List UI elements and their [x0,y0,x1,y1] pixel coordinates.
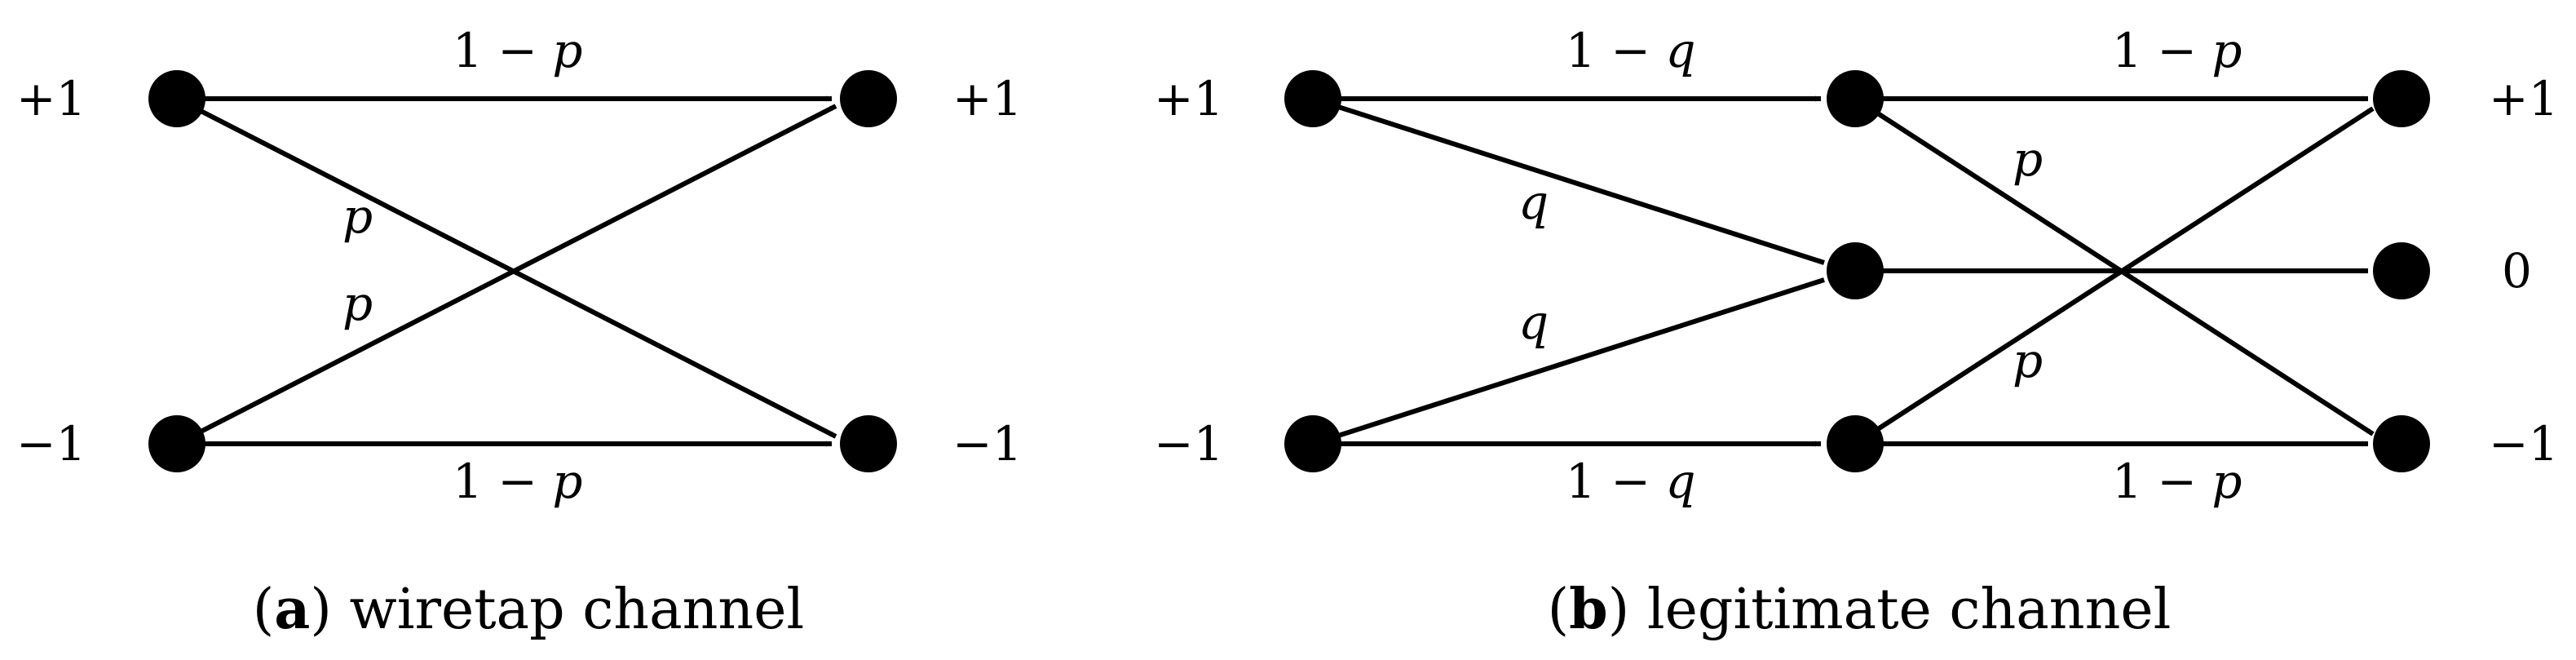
node-a-output-minus [840,415,897,472]
node-b-mid-top [1827,70,1884,127]
label-a-output-minus: −1 [952,416,1023,472]
node-a-input-plus [148,70,205,127]
label-b2-p-lower: p [2013,333,2043,388]
node-b-output-plus [2373,70,2430,127]
label-b2-bottom-straight: 1 − p [2112,454,2242,509]
label-b2-p-upper: p [2013,131,2043,187]
edge-a-cross-down [175,96,837,439]
label-a-bottom-straight: 1 − p [453,454,583,509]
label-a-cross-upper: p [342,188,373,244]
wiretap-channel-diagram: +1 −1 +1 −1 1 − p p p 1 − p (a) wiretap … [16,23,1023,642]
label-a-output-plus: +1 [952,71,1023,126]
label-b-input-minus: −1 [1154,416,1224,472]
label-b1-top-straight: 1 − q [1566,23,1696,78]
edge-a-cross-up [175,104,837,446]
edge-b2-cross-down [1854,96,2375,436]
label-b2-top-straight: 1 − p [2112,23,2242,78]
edge-b2-cross-up [1854,106,2375,446]
node-b-input-minus [1284,415,1341,472]
edge-b1-top-to-erasure [1312,96,1825,265]
node-a-input-minus [148,415,205,472]
label-b-output-plus: +1 [2489,71,2559,126]
label-b-output-zero: 0 [2502,243,2532,299]
node-b-output-zero [2373,242,2430,299]
label-b-output-minus: −1 [2489,416,2559,472]
label-b1-q-upper: q [1518,175,1549,230]
legitimate-channel-diagram: +1 −1 +1 0 −1 1 − q q q 1 − q 1 − p p p … [1154,23,2559,642]
node-b-mid-bottom [1827,415,1884,472]
label-a-input-minus: −1 [16,416,86,472]
label-b1-bottom-straight: 1 − q [1566,454,1696,509]
label-a-input-plus: +1 [16,71,86,126]
caption-b: (b) legitimate channel [1548,577,2172,642]
node-b-mid-erasure [1827,242,1884,299]
node-b-output-minus [2373,415,2430,472]
label-b-input-plus: +1 [1154,71,1224,126]
node-a-output-plus [840,70,897,127]
label-b1-q-lower: q [1518,295,1549,350]
caption-a: (a) wiretap channel [253,577,804,642]
edge-b1-bottom-to-erasure [1312,277,1825,446]
label-a-top-straight: 1 − p [453,23,583,78]
node-b-input-plus [1284,70,1341,127]
label-a-cross-lower: p [342,276,373,331]
